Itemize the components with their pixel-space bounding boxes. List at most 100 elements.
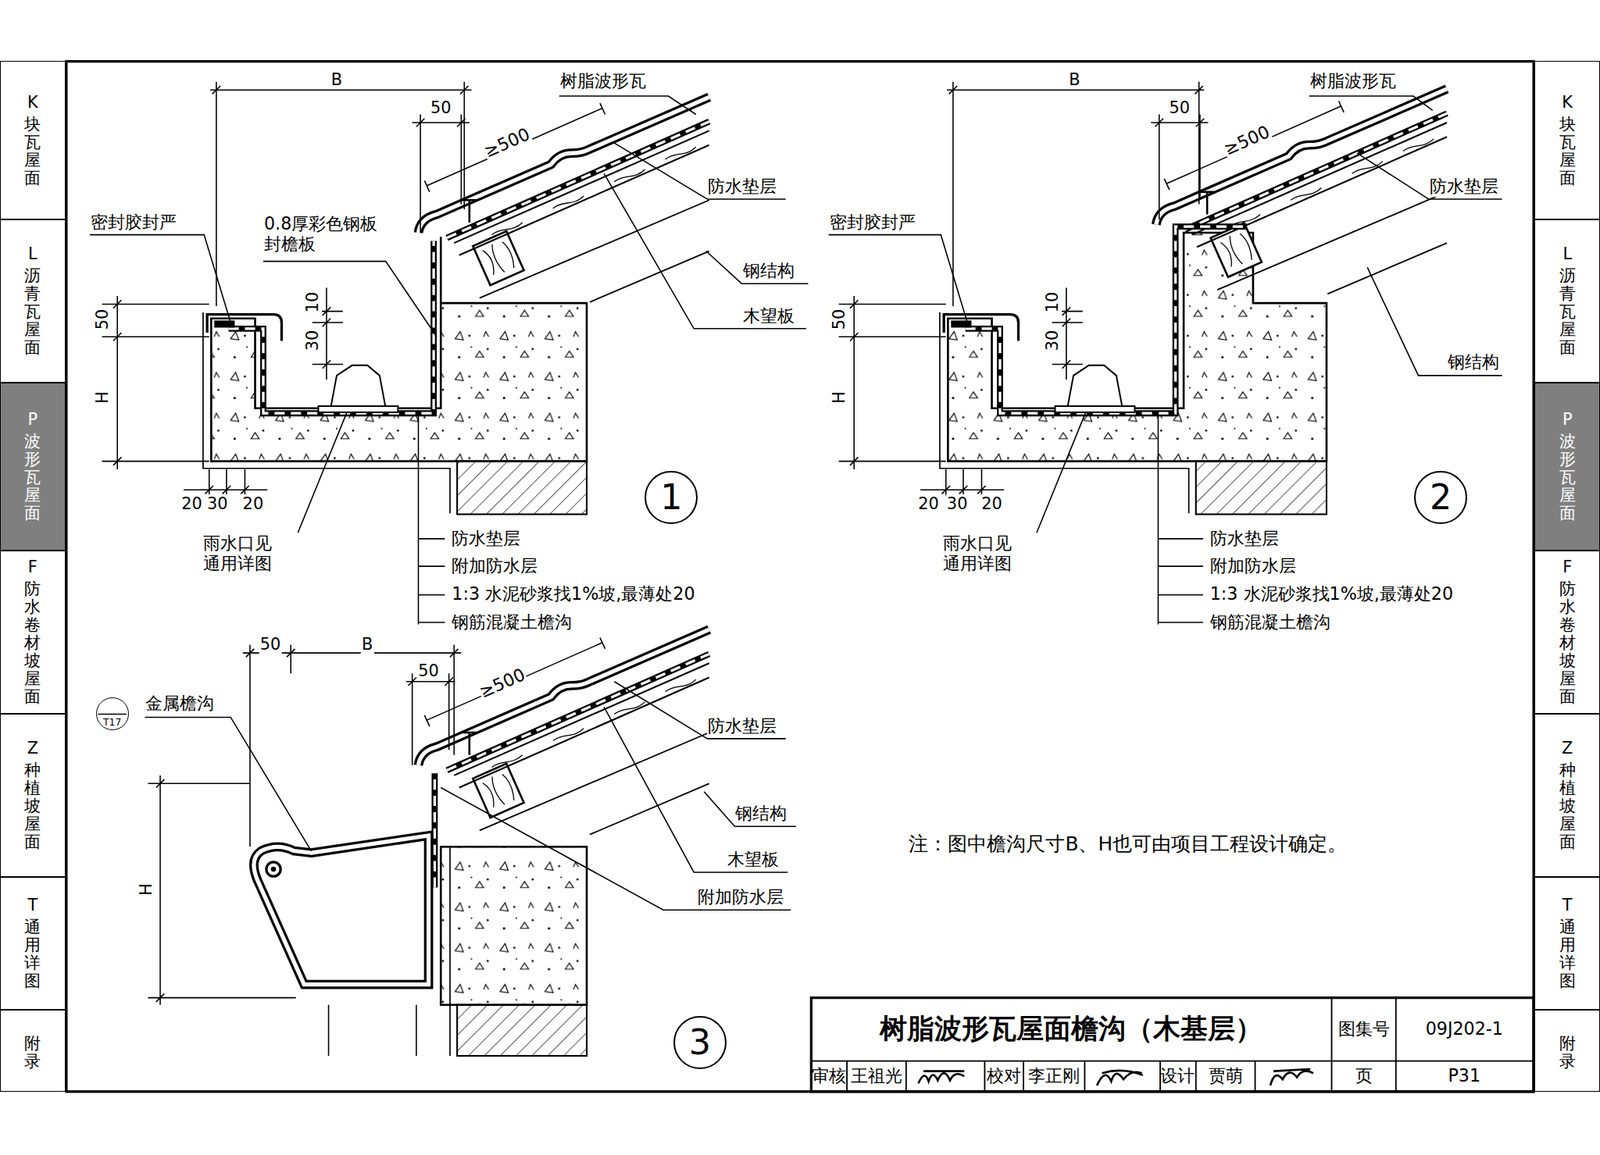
- tab-text: Z: [1559, 739, 1576, 758]
- tab-text: 波形瓦屋面: [1559, 432, 1576, 523]
- dimension-text: 50: [1168, 98, 1192, 118]
- dimension-text: 10: [303, 290, 322, 314]
- annotation-label: 1:3 水泥砂浆找1%坡,最薄处20: [1209, 585, 1454, 606]
- tab-text: T: [24, 896, 41, 915]
- dimension-text: 20: [180, 494, 204, 514]
- dimension-text: B: [1067, 70, 1081, 90]
- tab-text: 波形瓦屋面: [24, 432, 41, 523]
- dimension-text: 50: [829, 308, 849, 332]
- dimension-text: H: [92, 391, 112, 406]
- annotation-label: 雨水口见 通用详图: [202, 534, 273, 575]
- section-tab: L 沥青瓦屋面: [1534, 219, 1600, 383]
- section-tab: P波形瓦屋面: [1534, 382, 1600, 552]
- annotation-label: 雨水口见 通用详图: [942, 534, 1013, 575]
- annotation-label: 密封胶封严: [828, 212, 917, 233]
- dimension-text: ≥500: [480, 123, 534, 162]
- tab-text: 防水卷材坡屋面: [1559, 580, 1576, 707]
- tab-text: L: [24, 245, 41, 264]
- dimension-text: 50: [259, 635, 283, 654]
- section-tab: 附录: [0, 1010, 66, 1092]
- annotation-label: 木望板: [742, 306, 796, 327]
- title-block-cell: 图集号: [1337, 1019, 1391, 1040]
- tab-text: F: [24, 558, 41, 577]
- annotation-label: 防水垫层: [1209, 528, 1280, 550]
- tab-text: 块瓦屋面: [24, 115, 41, 188]
- annotation-label: 金属檐沟: [144, 693, 215, 715]
- dimension-text: 20: [917, 494, 940, 514]
- detail-number: 1: [644, 471, 698, 525]
- tab-text: L: [1559, 245, 1576, 264]
- annotation-label: 附加防水层: [696, 888, 785, 909]
- tab-text: 防水卷材坡屋面: [24, 580, 41, 707]
- section-tab: K 块瓦屋面: [1534, 60, 1600, 219]
- note-text: 注：图中檐沟尺寸B、H也可由项目工程设计确定。: [907, 833, 1348, 857]
- annotation-label: 防水垫层: [1428, 176, 1500, 197]
- dimension-text: 50: [417, 661, 440, 681]
- section-tab: F 防水卷材坡屋面: [0, 550, 66, 715]
- tab-text: P: [24, 410, 41, 429]
- dimension-text: 20: [980, 494, 1004, 514]
- tab-text: 种植坡屋面: [1559, 761, 1576, 852]
- annotation-label: 防水垫层: [707, 716, 778, 737]
- section-tab: T 通用详图: [0, 877, 66, 1011]
- node-text: 1: [660, 480, 683, 515]
- tab-text: 通用详图: [24, 918, 41, 991]
- title-block-cell: 校对: [985, 1066, 1022, 1087]
- title-block-cell: 设计: [1159, 1066, 1196, 1087]
- title-block-cell: 王祖光: [850, 1066, 904, 1087]
- dimension-text: B: [360, 635, 374, 654]
- dimension-text: 30: [303, 329, 322, 353]
- annotation-label: 钢结构: [1446, 352, 1500, 373]
- title-block-cell: 页: [1354, 1066, 1374, 1087]
- dimension-text: 30: [946, 494, 969, 514]
- tab-text: 沥青瓦屋面: [24, 267, 41, 358]
- node-text: T17: [103, 717, 122, 728]
- dimension-text: 20: [242, 494, 265, 514]
- tab-text: 通用详图: [1559, 918, 1576, 991]
- detail-number: 3: [673, 1016, 727, 1070]
- annotation-label: 钢筋混凝土檐沟: [450, 612, 573, 633]
- title-block-cell: 09J202-1: [1425, 1019, 1504, 1040]
- title-block-cell: 李正刚: [1027, 1066, 1081, 1087]
- section-tab: L 沥青瓦屋面: [0, 219, 66, 383]
- tab-text: F: [1559, 558, 1576, 577]
- dimension-text: 30: [206, 494, 229, 514]
- index-marker: T17: [96, 697, 129, 731]
- section-tab: 附录: [1534, 1010, 1600, 1092]
- dimension-text: 50: [92, 308, 112, 332]
- section-tab: Z 种植坡屋面: [0, 714, 66, 878]
- tab-text: 附录: [24, 1035, 41, 1072]
- section-tab: Z 种植坡屋面: [1534, 714, 1600, 878]
- title-block-cell: 审核: [810, 1066, 847, 1087]
- annotation-label: 钢结构: [742, 261, 796, 283]
- tab-text: 附录: [1559, 1035, 1576, 1072]
- tab-text: T: [1559, 896, 1576, 915]
- dimension-text: ≥500: [1220, 121, 1274, 161]
- title-block-cell: 贾萌: [1207, 1066, 1244, 1087]
- tab-text: 块瓦屋面: [1559, 115, 1576, 188]
- annotation-label: 木望板: [726, 850, 780, 871]
- annotation-label: 钢筋混凝土檐沟: [1209, 612, 1332, 633]
- node-text: 2: [1429, 480, 1452, 515]
- annotation-label: 0.8厚彩色钢板 封檐板: [263, 214, 379, 255]
- drawing-title: 树脂波形瓦屋面檐沟（木基层）: [813, 1000, 1330, 1060]
- annotation-label: 1:3 水泥砂浆找1%坡,最薄处20: [450, 585, 696, 606]
- dimension-text: H: [829, 391, 849, 406]
- node-text: 3: [689, 1025, 711, 1061]
- dimension-text: H: [136, 882, 156, 897]
- annotation-label: 附加防水层: [1209, 556, 1297, 577]
- annotation-label: 钢结构: [734, 804, 788, 825]
- detail-number: 2: [1414, 471, 1468, 525]
- tab-text: 沥青瓦屋面: [1559, 267, 1576, 358]
- title-block-cell: P31: [1446, 1066, 1482, 1087]
- tab-text: Z: [24, 739, 41, 758]
- tab-text: K: [1559, 93, 1576, 112]
- annotation-label: 附加防水层: [450, 556, 539, 577]
- tab-text: 种植坡屋面: [24, 761, 41, 852]
- section-tab: T 通用详图: [1534, 877, 1600, 1011]
- dimension-text: ≥500: [475, 664, 529, 704]
- dimension-text: 50: [429, 98, 453, 118]
- section-tab: P 波形瓦屋面: [0, 382, 66, 552]
